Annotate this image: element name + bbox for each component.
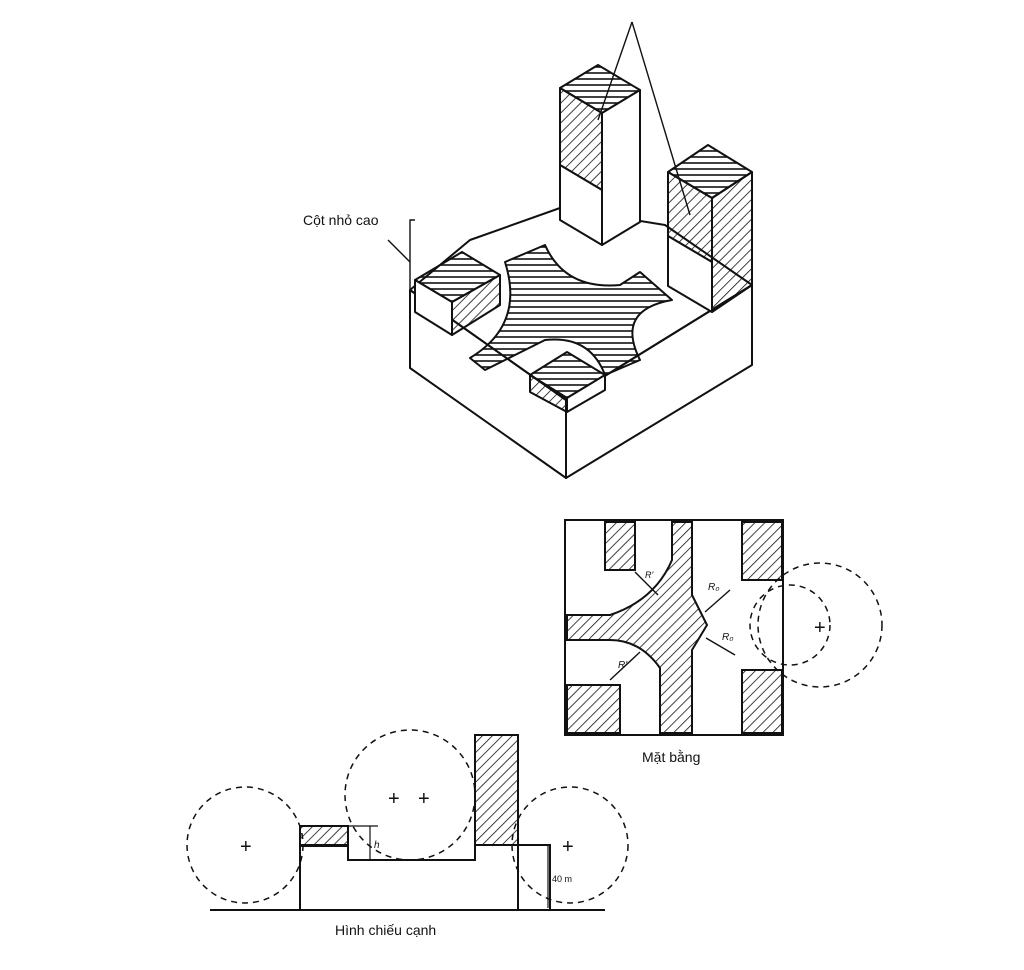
plan-label: Mặt bằng — [642, 749, 700, 765]
plan-corner-tr — [741, 521, 783, 581]
plan-mark-r2: R' — [618, 660, 628, 671]
leader-top-a — [597, 21, 633, 121]
plan-mark-r1: R' — [645, 570, 653, 580]
side-view-label: Hình chiếu cạnh — [335, 922, 436, 938]
plan-mark-r4: R₀ — [722, 632, 733, 643]
leader-line-column — [409, 219, 415, 290]
right-column-right — [711, 171, 753, 313]
side-dashed-circle-left — [186, 786, 304, 904]
front-block-right — [566, 374, 606, 413]
plan-corner-br — [741, 669, 783, 734]
plan-mark-r3: R₀ — [708, 582, 719, 593]
side-mark-h: h — [374, 840, 380, 851]
plan-dashed-circle-1 — [749, 584, 831, 666]
side-plus-left: + — [240, 836, 252, 858]
plan-arrow-r1 — [634, 571, 659, 596]
leader-top-b — [631, 21, 691, 216]
plan-arrow-r2 — [609, 651, 641, 681]
side-plus-right: + — [562, 836, 574, 858]
side-hatched-column — [474, 734, 519, 846]
plan-center-cross — [566, 521, 709, 734]
plan-corner-tl — [604, 521, 636, 571]
side-plus-mid-2: + — [418, 788, 430, 810]
plan-arrow-r3 — [704, 589, 731, 613]
center-cross — [469, 244, 673, 376]
plan-corner-bl — [566, 684, 621, 734]
plan-dashed-circle-2 — [757, 562, 883, 688]
leader-arrow-column — [387, 239, 411, 263]
side-profile — [299, 844, 519, 910]
side-mark-dim: 40 m — [552, 874, 572, 884]
left-block-side — [451, 274, 501, 336]
plan-arrow-r4 — [705, 637, 736, 656]
side-hatched-left — [299, 825, 349, 847]
isometric-view — [387, 21, 753, 479]
side-plus-mid-1: + — [388, 788, 400, 810]
plan-plus: + — [814, 617, 826, 639]
side-dashed-circle-right — [511, 786, 629, 904]
side-dashed-circle-mid — [344, 729, 476, 861]
side-right-step — [518, 844, 551, 910]
side-view — [186, 729, 629, 911]
tall-column-right — [601, 89, 641, 246]
column-label: Cột nhỏ cao — [303, 212, 379, 228]
plan-view — [564, 519, 883, 736]
